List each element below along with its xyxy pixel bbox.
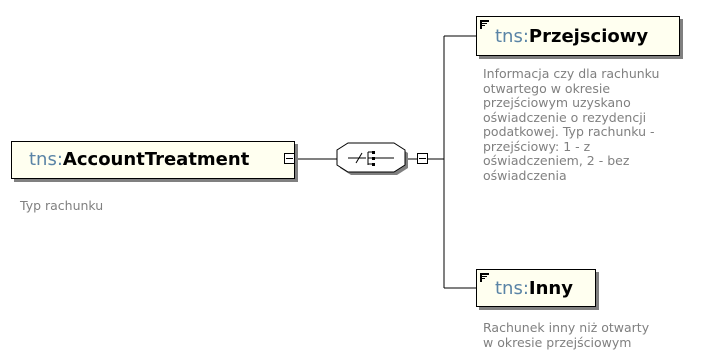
collapse-toggle-icon[interactable] (284, 153, 295, 164)
child-element-name: Przejsciowy (528, 26, 649, 47)
root-element-name: AccountTreatment (62, 149, 250, 170)
child-element-prefix: tns: (495, 278, 529, 299)
sequence-compositor-icon (348, 151, 394, 166)
sequence-compositor[interactable] (336, 142, 408, 175)
child-element-documentation: Informacja czy dla rachunku otwartego w … (483, 66, 660, 183)
element-lines-icon (480, 273, 489, 282)
child-element-prefix: tns: (495, 26, 529, 47)
child-element-documentation: Rachunek inny niż otwarty w okresie prze… (483, 320, 650, 350)
child-element-name: Inny (528, 278, 573, 299)
root-element-prefix: tns: (29, 149, 63, 170)
root-element-documentation: Typ rachunku (20, 198, 104, 213)
child-element-box-inny[interactable]: tns:Inny (476, 269, 596, 307)
child-element-box-przejsciowy[interactable]: tns:Przejsciowy (476, 16, 680, 56)
root-element-box[interactable]: tns:AccountTreatment (11, 141, 295, 179)
collapse-toggle-icon[interactable] (417, 153, 428, 164)
element-lines-icon (480, 20, 489, 29)
